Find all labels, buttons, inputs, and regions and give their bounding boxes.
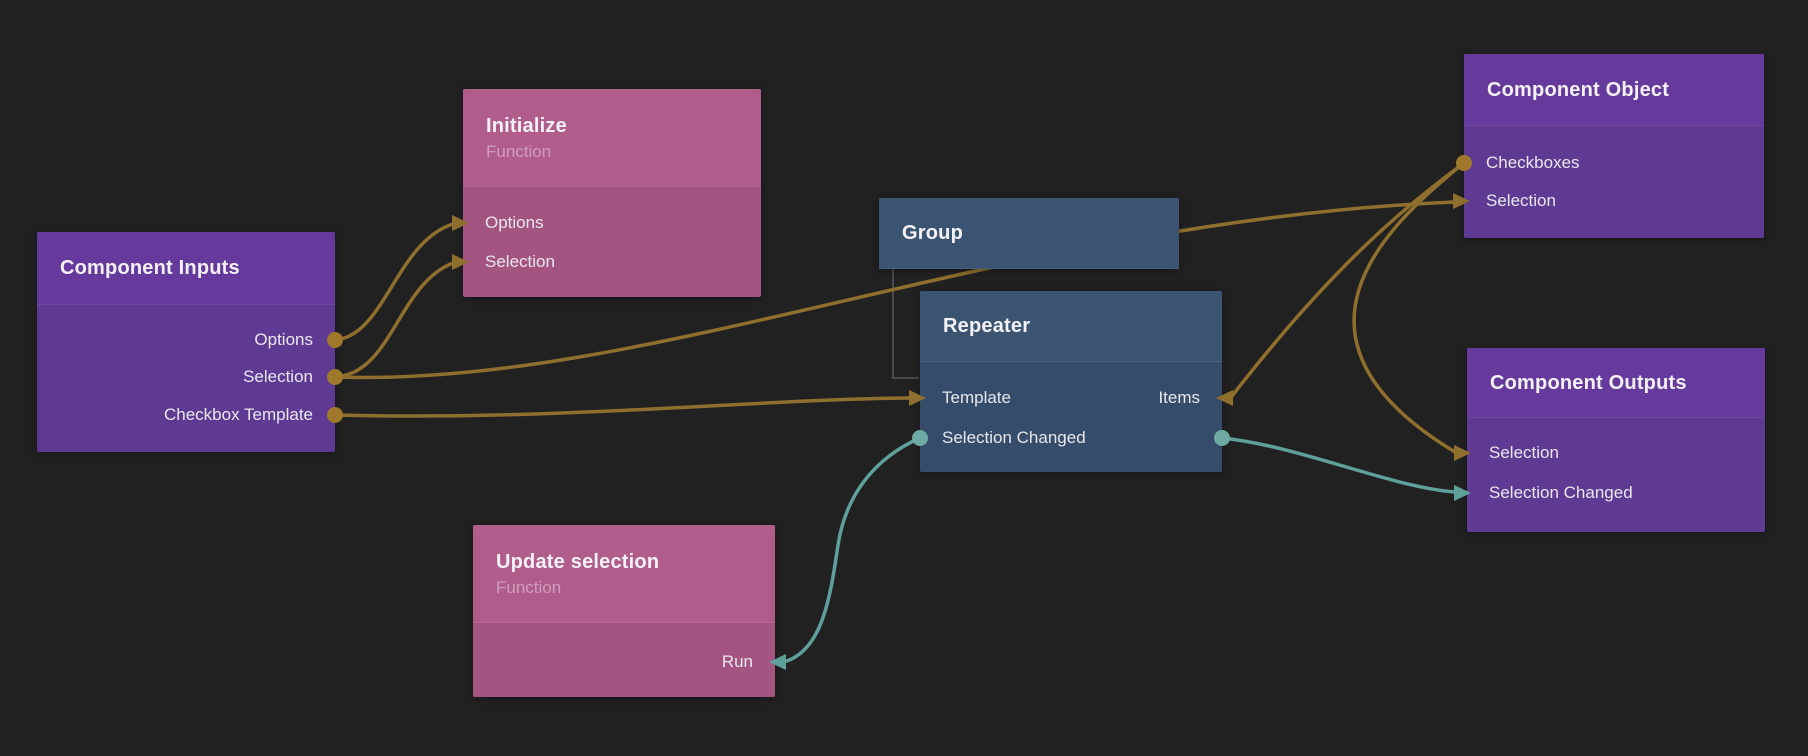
node-header: Group <box>879 198 1179 269</box>
port-label: Selection <box>243 367 313 386</box>
wire-inputs-options-to-initialize-options[interactable] <box>333 222 455 342</box>
port-component-object-selection[interactable]: Selection <box>1464 188 1764 214</box>
node-title: Update selection <box>496 550 660 573</box>
port-connector-dot[interactable] <box>1214 430 1230 446</box>
port-label: Items <box>1158 388 1200 407</box>
port-label: Selection <box>1486 191 1556 210</box>
node-group[interactable]: Group <box>879 198 1179 269</box>
port-connector-dot[interactable] <box>327 407 343 423</box>
port-component-inputs-selection[interactable]: Selection <box>37 364 335 390</box>
port-label: Run <box>721 652 753 671</box>
port-connector-dot[interactable] <box>1456 155 1472 171</box>
port-repeater-template[interactable]: Template <box>920 385 1222 411</box>
port-component-object-checkboxes[interactable]: Checkboxes <box>1464 150 1764 176</box>
port-component-outputs-selection-changed[interactable]: Selection Changed <box>1467 480 1765 506</box>
node-title: Group <box>902 222 963 244</box>
port-initialize-selection[interactable]: Selection <box>463 249 761 275</box>
port-label: Selection Changed <box>1489 483 1633 502</box>
wire-repeater-selection-changed-to-outputs-selection-changed[interactable] <box>1220 436 1457 494</box>
port-repeater-selection-changed[interactable]: Selection Changed <box>920 425 1222 451</box>
port-update-selection-run[interactable]: Run <box>473 649 775 675</box>
node-header: Component Object <box>1464 54 1764 126</box>
port-label: Selection Changed <box>942 428 1086 447</box>
port-label: Template <box>942 388 1011 407</box>
node-subtitle: Function <box>486 141 552 161</box>
port-label: Checkbox Template <box>164 405 313 424</box>
wire-checkbox-template-to-repeater-template[interactable] <box>333 396 912 418</box>
node-title: Initialize <box>486 114 567 137</box>
port-label: Selection <box>1489 443 1559 462</box>
port-component-inputs-checkbox-template[interactable]: Checkbox Template <box>37 402 335 428</box>
port-label: Checkboxes <box>1486 153 1580 172</box>
node-subtitle: Function <box>496 577 562 597</box>
wire-inputs-selection-to-component-object-selection[interactable] <box>333 200 1457 380</box>
node-title: Component Object <box>1487 78 1670 101</box>
node-title: Component Outputs <box>1490 371 1687 394</box>
wire-object-checkboxes-to-repeater-items[interactable] <box>1230 161 1466 398</box>
port-connector-dot[interactable] <box>327 332 343 348</box>
port-repeater-items[interactable]: Items <box>920 385 1222 411</box>
group-to-repeater-child-link[interactable] <box>892 268 919 379</box>
node-header: Component Inputs <box>37 232 335 305</box>
port-component-inputs-options[interactable]: Options <box>37 327 335 353</box>
port-label: Options <box>254 330 313 349</box>
node-header: Repeater <box>920 291 1222 362</box>
wire-object-checkboxes-to-outputs-selection[interactable] <box>1352 161 1466 454</box>
port-connector-dot[interactable] <box>327 369 343 385</box>
node-title: Component Inputs <box>60 257 240 279</box>
port-label: Options <box>485 213 544 232</box>
port-initialize-options[interactable]: Options <box>463 210 761 236</box>
port-component-outputs-selection[interactable]: Selection <box>1467 440 1765 466</box>
port-label: Selection <box>485 252 555 271</box>
wire-inputs-selection-to-initialize-selection[interactable] <box>333 261 455 379</box>
wire-repeater-selection-changed-to-update-selection-run[interactable] <box>785 436 922 663</box>
node-header: Component Outputs <box>1467 348 1765 418</box>
node-title: Repeater <box>943 315 1031 337</box>
port-connector-dot[interactable] <box>912 430 928 446</box>
